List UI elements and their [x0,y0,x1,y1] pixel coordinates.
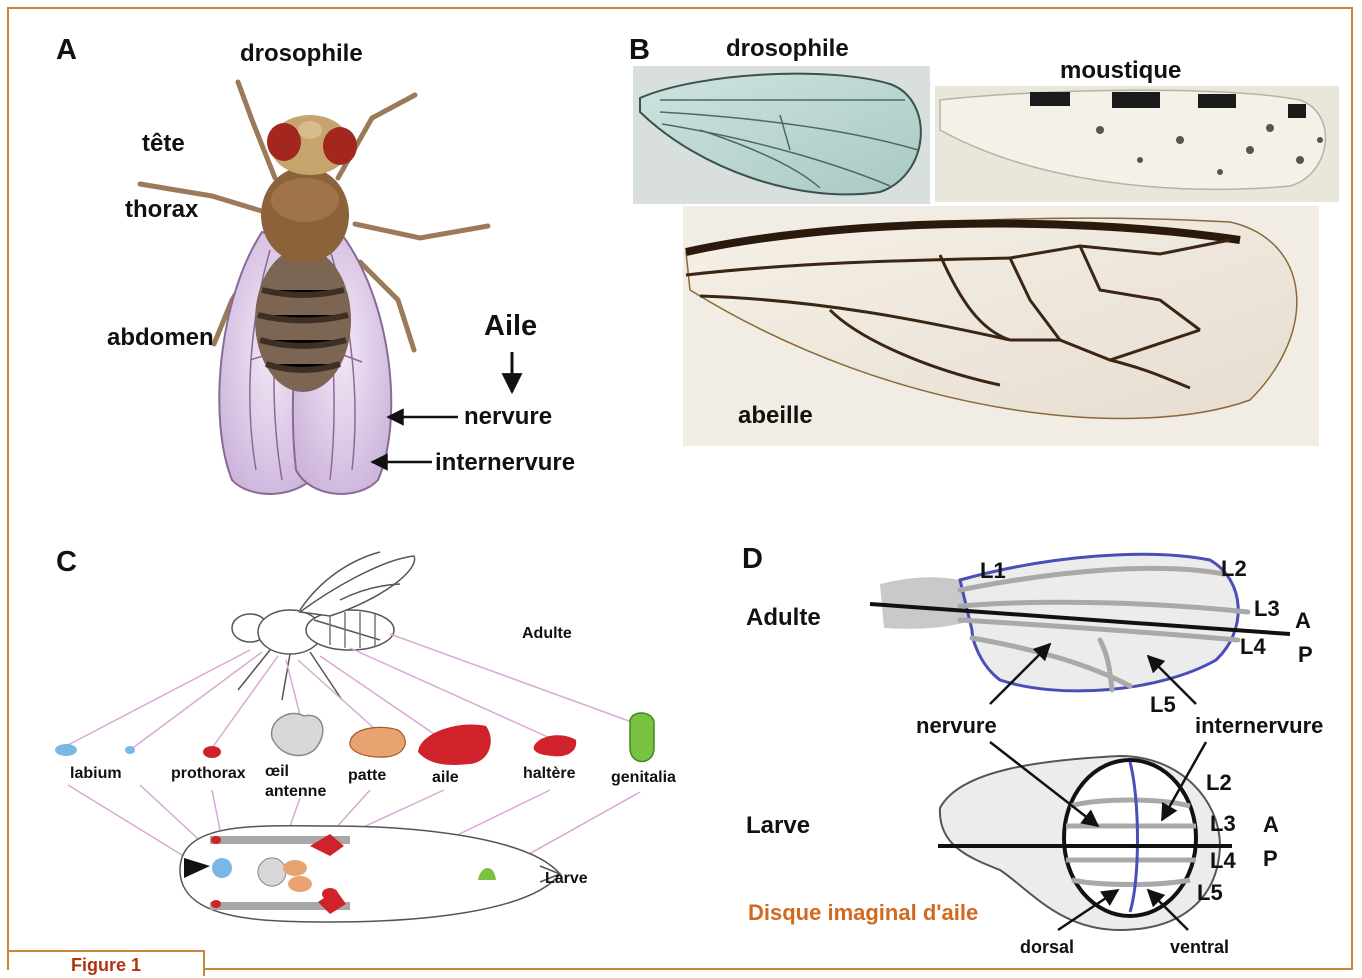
panel-b-letter: B [629,36,650,65]
axis-posterior-adult: P [1298,644,1313,666]
label-bee-wing: abeille [738,404,813,428]
label-mosquito-wing: moustique [1060,59,1181,83]
axis-anterior-adult: A [1295,610,1311,632]
label-dorsal: dorsal [1020,938,1074,956]
disc-label-eye-antenna: œil antenne [265,762,326,802]
label-thorax: thorax [125,198,198,222]
figure-caption: Figure 1 [9,950,205,976]
mosquito-wing-photo [935,86,1339,202]
larval-disc-scheme [938,756,1232,930]
label-larva-d: Larve [746,814,810,838]
label-aile: Aile [484,312,537,341]
label-internervure-d: internervure [1195,715,1323,737]
axis-anterior-larva: A [1263,814,1279,836]
disc-genitalia [630,713,654,762]
axis-posterior-larva: P [1263,848,1278,870]
disc-eye-antenna [272,713,323,755]
drosophila-wing-photo [633,66,930,204]
disc-label-haltere: haltère [523,766,575,782]
label-larva-c: Larve [545,871,588,887]
label-adult-d: Adulte [746,606,821,630]
label-abdomen: abdomen [107,326,214,350]
panel-c-letter: C [56,548,77,577]
adult-fly-outline [232,552,415,700]
disc-vein-label-l5: L5 [1197,882,1223,904]
vein-label-l4: L4 [1240,636,1266,658]
vein-label-l3: L3 [1254,598,1280,620]
vein-label-l5: L5 [1150,694,1176,716]
disc-vein-label-l2: L2 [1206,772,1232,794]
disc-label-wing: aile [432,770,459,786]
vein-label-l2: L2 [1221,558,1247,580]
panel-d-letter: D [742,545,763,574]
label-wing-imaginal-disc: Disque imaginal d'aile [748,902,978,924]
label-adult-c: Adulte [522,626,572,642]
disc-labium [55,744,77,756]
larva-outline [180,826,560,922]
disc-label-genitalia: genitalia [611,770,676,786]
disc-leg [350,727,405,757]
label-nervure-d: nervure [916,715,997,737]
label-internervure-a: internervure [435,451,575,475]
disc-prothorax [203,746,221,758]
disc-vein-label-l4: L4 [1210,850,1236,872]
label-ventral: ventral [1170,938,1229,956]
disc-labium-small [125,746,135,754]
panel-a-title: drosophile [240,42,363,66]
label-drosophila-wing: drosophile [726,37,849,61]
label-head: tête [142,132,185,156]
panel-a-letter: A [56,36,77,65]
disc-label-labium: labium [70,766,122,782]
disc-label-prothorax: prothorax [171,766,246,782]
disc-haltere [534,735,577,756]
drosophila-illustration [140,82,488,494]
label-nervure-a: nervure [464,405,552,429]
disc-label-leg: patte [348,768,386,784]
disc-vein-label-l3: L3 [1210,813,1236,835]
vein-label-l1: L1 [980,560,1006,582]
